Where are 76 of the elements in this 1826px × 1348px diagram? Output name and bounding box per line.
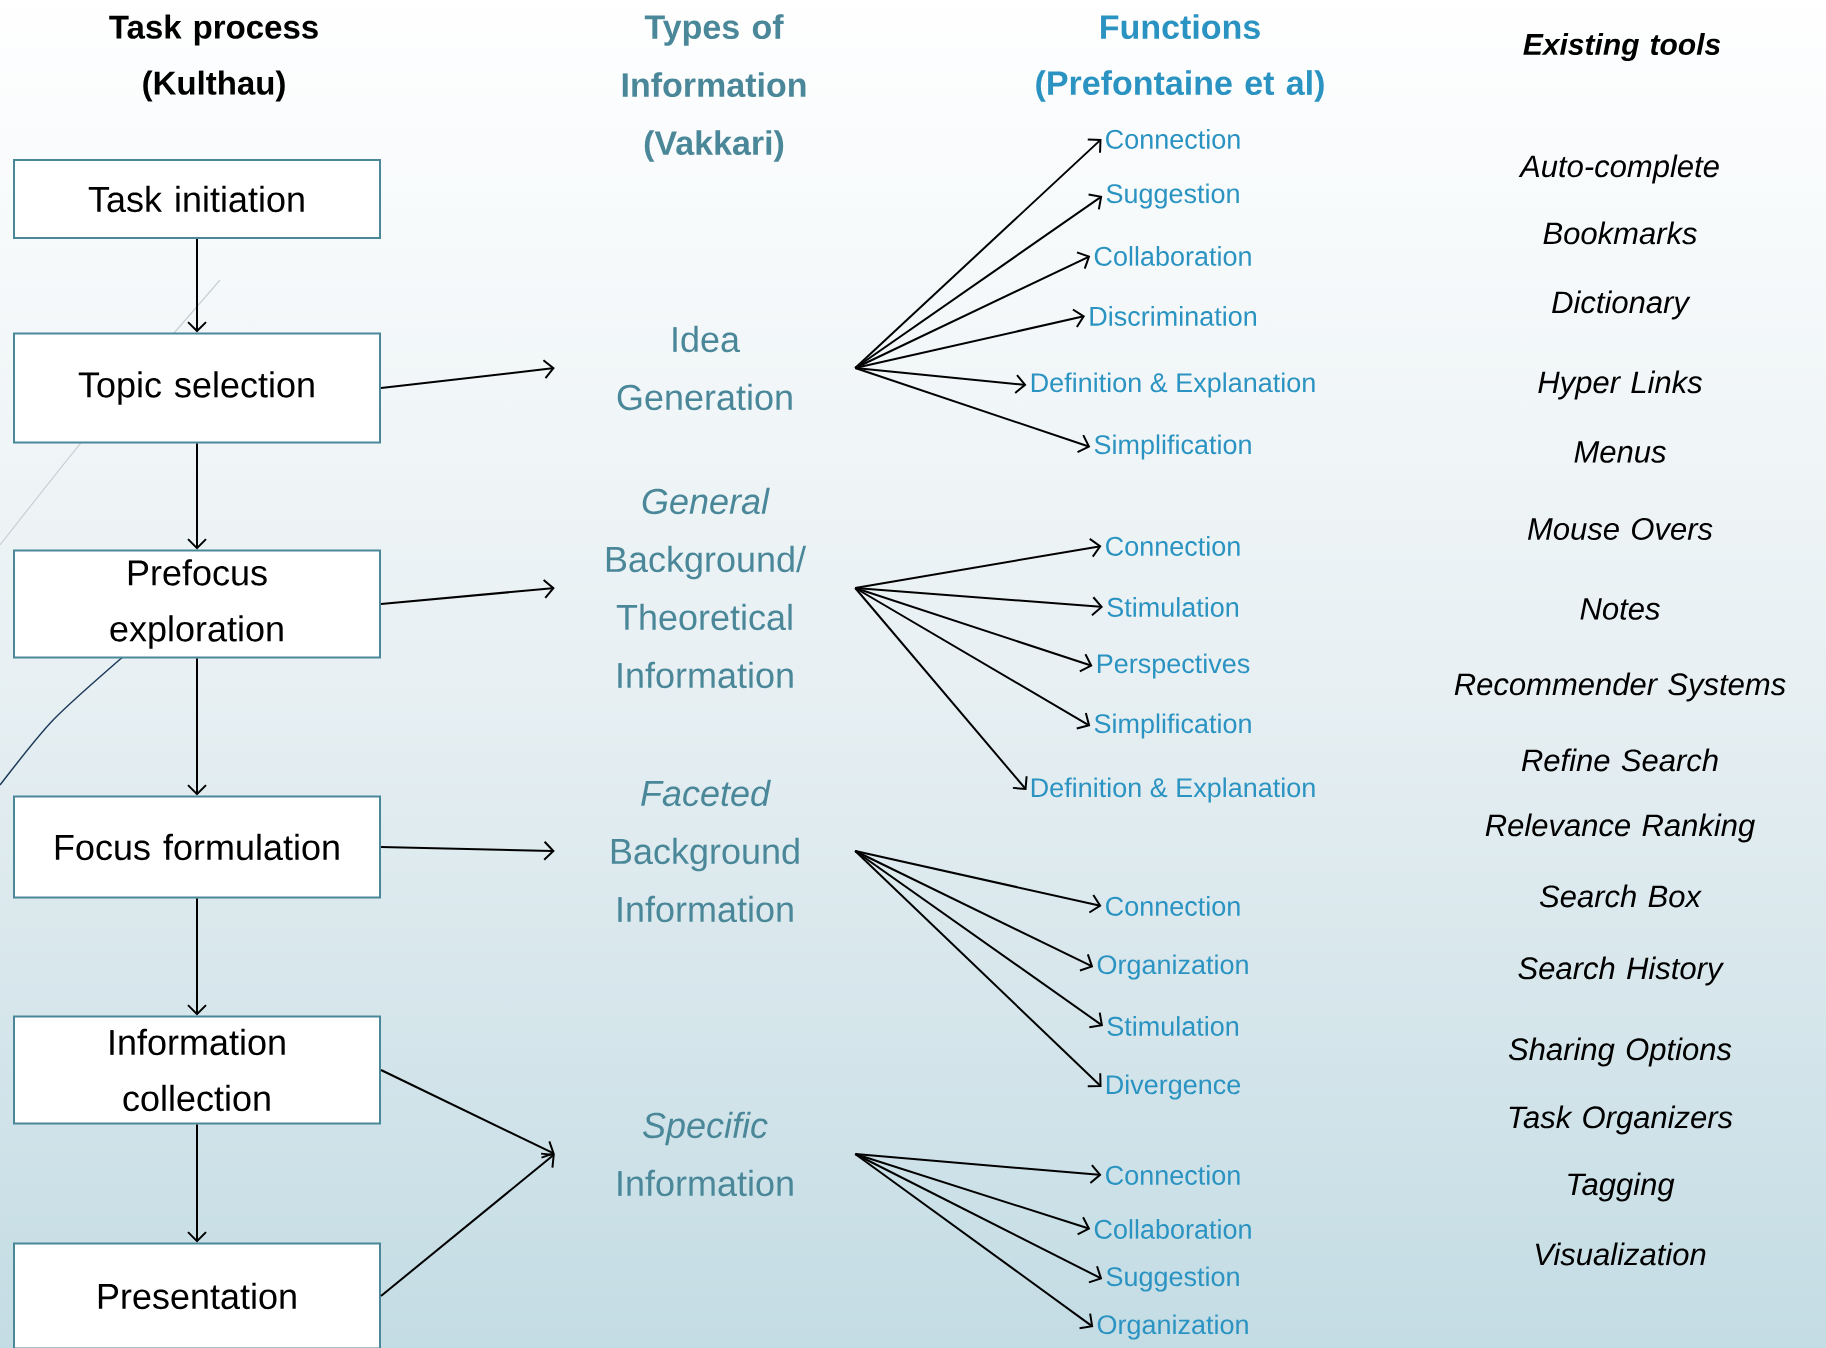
function-item: Definition & Explanation (1031, 372, 1315, 398)
function-item: Organization (1097, 1314, 1248, 1340)
arrow (854, 587, 1028, 790)
column-heading: Functions (Prefontaine et al) (1036, 14, 1324, 102)
tool-name: Search History (1518, 956, 1725, 986)
arrow (187, 238, 207, 333)
arrow (854, 587, 1091, 730)
function-item: Connection (1106, 896, 1240, 916)
tool-name: Dictionary (1552, 290, 1691, 320)
function-item: Suggestion (1106, 183, 1239, 209)
function-item: Simplification (1094, 713, 1251, 739)
arrow (854, 367, 1027, 394)
tool-name: Menus (1574, 441, 1666, 463)
function-item: Collaboration (1094, 246, 1251, 266)
arrow (380, 359, 555, 389)
information-type: Faceted Background Information (611, 779, 799, 923)
process-box: Focus formulation (13, 795, 381, 899)
arrow (854, 850, 1094, 972)
tool-name: Mouse Overs (1527, 518, 1713, 540)
arrow (380, 1069, 555, 1159)
function-item: Connection (1106, 536, 1240, 556)
function-item: Connection (1106, 129, 1240, 149)
process-box: Topic selection (13, 332, 381, 444)
arrow (380, 840, 555, 861)
arrow (187, 657, 207, 796)
tool-name: Relevance Ranking (1485, 813, 1755, 843)
arrow (854, 1153, 1094, 1330)
arrow (854, 587, 1104, 617)
tool-name: Tagging (1568, 1172, 1675, 1202)
tool-name: Bookmarks (1543, 221, 1697, 245)
arrow (854, 587, 1093, 673)
function-item: Simplification (1094, 434, 1251, 460)
function-item: Collaboration (1094, 1219, 1251, 1239)
tool-name: Recommender Systems (1454, 672, 1786, 702)
function-item: Connection (1106, 1165, 1240, 1185)
tool-name: Search Box (1539, 884, 1702, 908)
function-item: Discrimination (1090, 306, 1256, 326)
arrow (854, 850, 1104, 1029)
arrow (380, 1152, 555, 1297)
tool-name: Task Organizers (1509, 1105, 1733, 1135)
function-item: Suggestion (1106, 1266, 1239, 1292)
process-box: Prefocus exploration (13, 549, 381, 659)
process-box: Information collection (13, 1015, 381, 1125)
arrow (854, 1153, 1091, 1236)
tool-name: Visualization (1535, 1242, 1706, 1266)
column-heading: Task process (Kulthau) (109, 14, 318, 102)
arrow (187, 442, 207, 550)
information-type: Idea Generation (617, 325, 792, 411)
arrow (854, 1153, 1102, 1185)
arrow (854, 367, 1091, 454)
tool-name: Notes (1580, 598, 1660, 620)
information-type: Specific Information (618, 1111, 793, 1197)
function-item: Definition & Explanation (1031, 777, 1315, 803)
function-item: Stimulation (1107, 1016, 1239, 1036)
tool-name: Sharing Options (1508, 1037, 1732, 1067)
arrow (854, 850, 1102, 1088)
function-item: Divergence (1106, 1074, 1241, 1100)
function-item: Perspectives (1097, 653, 1250, 679)
arrow (854, 251, 1091, 369)
tool-name: Refine Search (1521, 748, 1718, 772)
arrow (854, 1153, 1103, 1284)
arrow (380, 579, 555, 605)
function-item: Stimulation (1107, 597, 1239, 617)
arrow (187, 1123, 207, 1243)
process-box: Task initiation (13, 159, 381, 239)
column-heading: Types of Information (Vakkari) (622, 14, 806, 162)
information-type: General Background/ Theoretical Information (606, 487, 807, 689)
arrow (187, 897, 207, 1016)
arrow (854, 193, 1103, 369)
tool-name: Auto-complete (1518, 154, 1719, 184)
process-box: Presentation (13, 1242, 381, 1348)
function-item: Organization (1097, 954, 1248, 980)
arrow (854, 850, 1102, 914)
arrow (854, 138, 1102, 369)
column-heading: Existing tools (1523, 33, 1721, 61)
tool-name: Hyper Links (1538, 370, 1703, 400)
